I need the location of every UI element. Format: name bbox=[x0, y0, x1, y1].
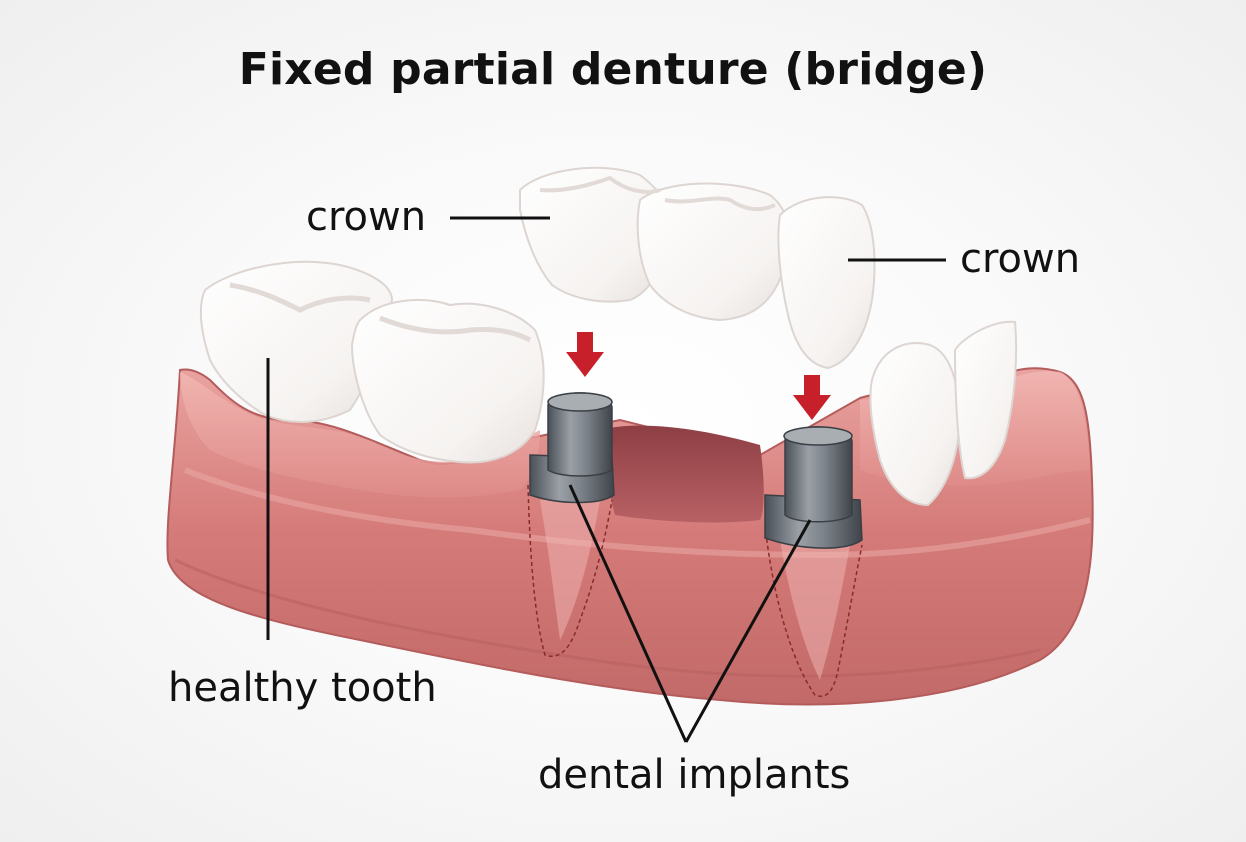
insertion-arrow-left bbox=[566, 332, 604, 377]
bridge-crown-set bbox=[519, 166, 876, 370]
right-tooth-back bbox=[953, 320, 1018, 480]
implant-abutment-left bbox=[529, 392, 615, 504]
implant-abutment-right bbox=[764, 426, 863, 549]
insertion-arrow-right bbox=[793, 375, 831, 420]
label-dental-implants: dental implants bbox=[538, 752, 851, 798]
right-tooth-front bbox=[869, 342, 962, 507]
leader-line-implant-right bbox=[684, 519, 812, 743]
label-crown-right: crown bbox=[960, 236, 1081, 282]
healthy-molar-front bbox=[350, 299, 545, 464]
diagram-title: Fixed partial denture (bridge) bbox=[238, 44, 988, 95]
tooth-socket bbox=[600, 425, 764, 523]
label-healthy-tooth: healthy tooth bbox=[168, 665, 437, 711]
leader-line-implant-left bbox=[568, 484, 688, 743]
healthy-molar-back bbox=[199, 260, 394, 423]
implant-root-outline-right bbox=[764, 524, 863, 697]
label-crown-left: crown bbox=[306, 194, 427, 240]
